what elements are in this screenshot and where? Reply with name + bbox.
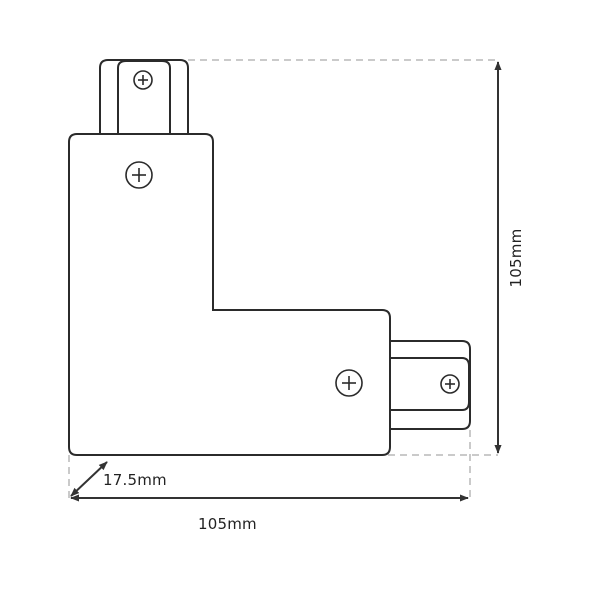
connector-body (68, 133, 391, 456)
right-connector (390, 340, 471, 430)
body-right-screw-icon (335, 369, 363, 397)
depth-dimension-label: 17.5mm (103, 471, 167, 489)
top-connector (99, 59, 189, 134)
top-connector-screw-icon (133, 70, 153, 90)
right-connector-inner (390, 357, 470, 411)
width-dimension-label: 105mm (198, 515, 257, 533)
depth-dimension-line (70, 461, 108, 497)
top-connector-inner (117, 60, 171, 134)
height-dimension-label: 105mm (507, 228, 525, 288)
extension-lines (68, 59, 498, 498)
right-connector-screw-icon (440, 374, 460, 394)
body-top-screw-icon (125, 161, 153, 189)
